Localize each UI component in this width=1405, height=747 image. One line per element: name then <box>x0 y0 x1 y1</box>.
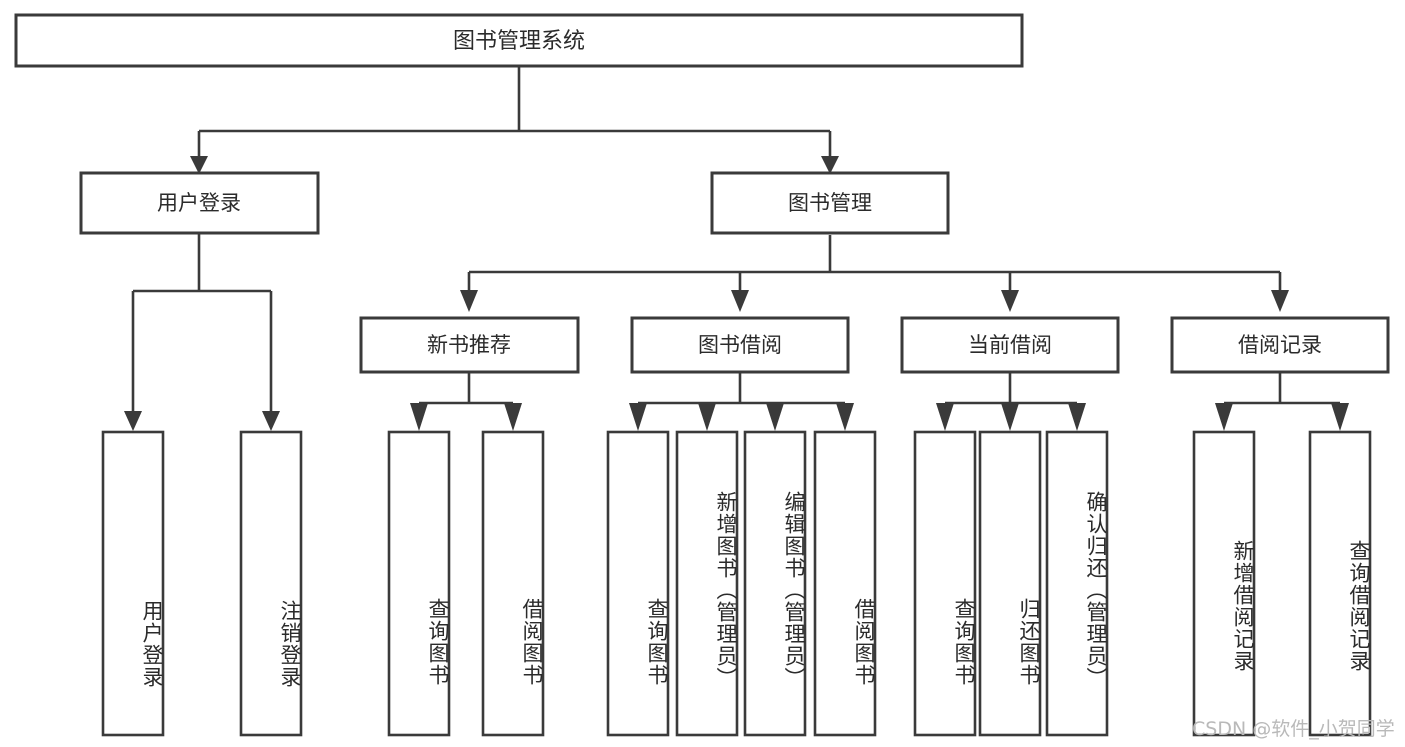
watermark: CSDN @软件_小贺同学 <box>1192 718 1395 740</box>
node-borrow-record-label: 借阅记录 <box>1238 333 1322 357</box>
arrow-leaf-logout-login <box>262 411 280 431</box>
arrow-to-currentborrow <box>1001 290 1019 312</box>
node-new-book-recommend-box[interactable] <box>359 316 580 374</box>
node-new-book-recommend[interactable]: 新书推荐 <box>359 316 580 374</box>
node-current-borrow-label: 当前借阅 <box>968 333 1052 357</box>
leaf-box-add-record[interactable] <box>1192 430 1256 737</box>
node-borrow-record-box[interactable] <box>1170 316 1390 374</box>
leaf-box-confirm-return[interactable] <box>1045 430 1109 737</box>
arrow-to-bookborrow <box>731 290 749 312</box>
node-root-label: 图书管理系统 <box>453 29 585 54</box>
arrow-leaf-return-book <box>1001 403 1019 431</box>
leaf-box-return-book[interactable] <box>978 430 1042 737</box>
connector-group-currentborrow <box>936 372 1086 431</box>
node-book-manage-box[interactable] <box>710 171 950 235</box>
arrow-leaf-query-book-3 <box>936 403 954 431</box>
arrow-to-borrowrecord <box>1271 290 1289 312</box>
node-current-borrow-box[interactable] <box>900 316 1120 374</box>
arrow-leaf-add-record <box>1215 403 1233 431</box>
node-new-book-recommend-label: 新书推荐 <box>427 333 511 357</box>
arrow-leaf-query-book-1 <box>410 403 428 431</box>
arrow-to-newbook <box>460 290 478 312</box>
connector-group-root <box>190 66 839 174</box>
node-user-login-box[interactable] <box>79 171 320 235</box>
connector-group-bookborrow <box>629 372 854 431</box>
node-current-borrow[interactable]: 当前借阅 <box>900 316 1120 374</box>
node-root[interactable]: 图书管理系统 <box>14 13 1024 68</box>
arrow-leaf-edit-book <box>766 403 784 431</box>
arrow-leaf-confirm-return <box>1068 403 1086 431</box>
arrow-leaf-user-login <box>124 411 142 431</box>
connector-group-borrowrecord <box>1215 372 1349 431</box>
node-book-borrow-box[interactable] <box>630 316 850 374</box>
arrow-leaf-add-book <box>698 403 716 431</box>
leaf-box-query-book-1[interactable] <box>387 430 451 737</box>
node-borrow-record[interactable]: 借阅记录 <box>1170 316 1390 374</box>
node-book-manage[interactable]: 图书管理 <box>710 171 950 235</box>
leaf-box-borrow-book-1[interactable] <box>481 430 545 737</box>
leaf-boxes <box>101 430 1372 737</box>
leaf-box-query-book-2[interactable] <box>606 430 670 737</box>
connector-group-bookmanage <box>460 235 1289 312</box>
connector-group-userlogin <box>124 233 280 431</box>
arrow-to-bookmanage <box>821 156 839 174</box>
leaf-box-logout-login[interactable] <box>239 430 303 737</box>
leaf-box-edit-book[interactable] <box>743 430 807 737</box>
leaf-box-add-book[interactable] <box>675 430 739 737</box>
node-root-box[interactable] <box>14 13 1024 68</box>
leaf-box-borrow-book-2[interactable] <box>813 430 877 737</box>
leaf-box-query-book-3[interactable] <box>913 430 977 737</box>
node-book-borrow[interactable]: 图书借阅 <box>630 316 850 374</box>
leaf-box-user-login[interactable] <box>101 430 165 737</box>
node-book-borrow-label: 图书借阅 <box>698 333 782 357</box>
arrow-leaf-borrow-book-1 <box>504 403 522 431</box>
arrow-leaf-borrow-book-2 <box>836 403 854 431</box>
node-book-manage-label: 图书管理 <box>788 191 872 215</box>
leaf-box-query-record[interactable] <box>1308 430 1372 737</box>
node-user-login[interactable]: 用户登录 <box>79 171 320 235</box>
connector-group-newbook <box>410 372 522 431</box>
arrow-leaf-query-record <box>1331 403 1349 431</box>
arrow-leaf-query-book-2 <box>629 403 647 431</box>
node-user-login-label: 用户登录 <box>157 191 241 215</box>
arrow-to-userlogin <box>190 156 208 174</box>
